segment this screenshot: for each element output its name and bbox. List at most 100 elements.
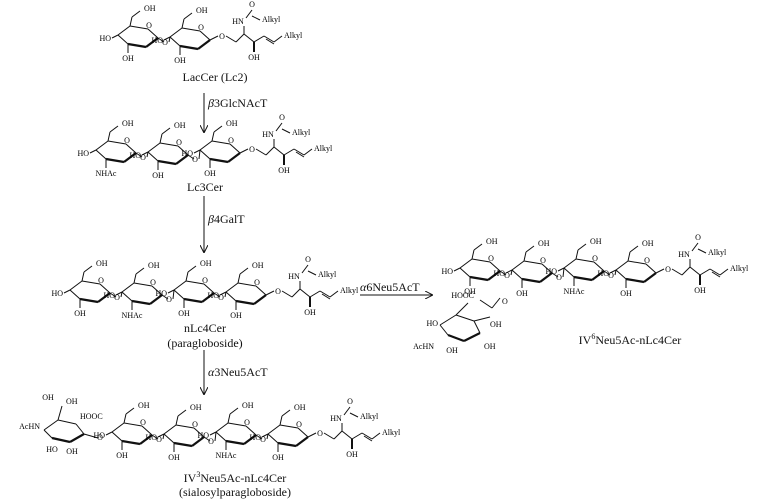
ceramide-oxygen: O <box>275 287 281 296</box>
glycosidic-oxygen: O <box>556 273 562 282</box>
hydroxyl: NHAc <box>564 287 585 296</box>
glycosidic-oxygen: O <box>114 293 120 302</box>
ring-oxygen: O <box>244 418 250 427</box>
hydroxyl: OH <box>252 261 264 270</box>
enzyme-1-label: β3GlcNAcT <box>208 96 267 111</box>
hydroxyl: OH <box>294 403 306 412</box>
acyl-chain: Alkyl <box>360 412 379 421</box>
hydroxyl: OH <box>196 6 208 15</box>
ceramide-oxygen: O <box>665 265 671 274</box>
iv3-label-suffix: Neu5Ac-nLc4Cer <box>200 471 287 485</box>
iv3-sublabel: (sialosylparagloboside) <box>179 485 291 499</box>
hydroxyl: OH <box>200 259 212 268</box>
enzyme-3-label: α3Neu5AcT <box>208 365 268 380</box>
enzyme-4-name: 6Neu5AcT <box>366 280 420 294</box>
hydroxyl: HO <box>51 289 63 298</box>
nlc4cer-label: nLc4Cer <box>184 321 226 335</box>
hydroxyl: OH <box>66 447 78 456</box>
iv6-label: IV6Neu5Ac-nLc4Cer <box>560 332 700 348</box>
hydroxyl: HO <box>46 445 58 454</box>
glycosidic-oxygen: O <box>192 155 198 164</box>
glycosidic-oxygen: O <box>608 271 614 280</box>
acetamido: AcHN <box>19 422 40 431</box>
hydroxyl: OH <box>190 403 202 412</box>
ring-oxygen: O <box>150 278 156 287</box>
nlc4cer-sublabel: (paragloboside) <box>167 336 243 350</box>
ring-oxygen: O <box>296 420 302 429</box>
sphingosine-chain: Alkyl <box>340 286 359 295</box>
enzyme-2-greek: β <box>208 212 214 226</box>
ring-oxygen: O <box>228 136 234 145</box>
enzyme-4-greek: α <box>360 280 367 294</box>
amide-nh: HN <box>232 17 244 26</box>
hydroxyl: HO <box>103 291 115 300</box>
hydroxyl: HO <box>249 433 261 442</box>
enzyme-1-greek: β <box>208 96 214 110</box>
hydroxyl: HO <box>426 319 438 328</box>
hydroxyl: HO <box>545 267 557 276</box>
hydroxyl: HO <box>93 431 105 440</box>
ring-oxygen: O <box>192 420 198 429</box>
ring-oxygen: O <box>146 21 152 30</box>
hydroxyl: OH <box>96 259 108 268</box>
iv6-label-sup: 6 <box>591 332 596 341</box>
hydroxyl: OH <box>226 119 238 128</box>
hydroxyl: OH <box>486 237 498 246</box>
hydroxyl: OH <box>620 289 632 298</box>
hydroxyl: OH <box>278 166 290 175</box>
hydroxyl: HO <box>597 269 609 278</box>
hydroxyl: HO <box>151 36 163 45</box>
acetamido: AcHN <box>413 342 434 351</box>
sphingosine-chain: Alkyl <box>284 31 303 40</box>
hydroxyl: HO <box>181 149 193 158</box>
ring-oxygen: O <box>592 254 598 263</box>
hydroxyl: OH <box>144 4 156 13</box>
hydroxyl: OH <box>42 393 54 402</box>
carbonyl-oxygen: O <box>347 397 353 406</box>
hydroxyl: OH <box>272 453 284 462</box>
acyl-chain: Alkyl <box>262 15 281 24</box>
hydroxyl: NHAc <box>216 451 237 460</box>
ring-oxygen: O <box>254 278 260 287</box>
enzyme-2-name: 4GalT <box>213 212 245 226</box>
enzyme-1-name: 3GlcNAcT <box>213 96 268 110</box>
ring-oxygen: O <box>540 256 546 265</box>
amide-nh: HN <box>262 130 274 139</box>
carbonyl-oxygen: O <box>279 113 285 122</box>
enzyme-3-name: 3Neu5AcT <box>214 365 268 379</box>
ring-oxygen: O <box>140 418 146 427</box>
hydroxyl: OH <box>304 308 316 317</box>
hydroxyl: HO <box>207 291 219 300</box>
iv3-label-sup: 3 <box>196 470 201 479</box>
hydroxyl: OH <box>346 450 358 459</box>
hydroxyl: OH <box>122 119 134 128</box>
hydroxyl: OH <box>174 121 186 130</box>
ceramide-oxygen: O <box>219 32 225 41</box>
lc3cer-label: Lc3Cer <box>187 180 223 194</box>
ring-oxygen: O <box>198 23 204 32</box>
hydroxyl: NHAc <box>122 311 143 320</box>
lc3cer-structure: OOHHONHAcOOHHOOHOOOHHOOHOOHNOAlkylOHAlky… <box>77 113 333 180</box>
acyl-chain: Alkyl <box>318 270 337 279</box>
acyl-chain: Alkyl <box>292 128 311 137</box>
iv3-label-prefix: IV <box>183 471 197 485</box>
hydroxyl: OH <box>538 239 550 248</box>
iv6-label-suffix: Neu5Ac-nLc4Cer <box>595 333 682 347</box>
iv6-label-prefix: IV <box>578 333 592 347</box>
ring-oxygen: O <box>202 276 208 285</box>
ring-oxygen: O <box>98 276 104 285</box>
carbonyl-oxygen: O <box>249 0 255 9</box>
hydroxyl: OH <box>590 237 602 246</box>
glycosidic-oxygen: O <box>504 271 510 280</box>
carboxyl: HOOC <box>80 412 103 421</box>
hydroxyl: OH <box>122 54 134 63</box>
ring-oxygen: O <box>124 136 130 145</box>
iv6-sialyl-structure: OOHHOOHOOHHOOHOOOHHONHAcOOOHHOOHOOHNOAlk… <box>413 233 749 355</box>
hydroxyl: OH <box>490 320 502 329</box>
hydroxyl: HO <box>99 34 111 43</box>
glycosidic-oxygen: O <box>162 38 168 47</box>
glycosidic-oxygen: O <box>140 153 146 162</box>
hydroxyl: HO <box>145 433 157 442</box>
